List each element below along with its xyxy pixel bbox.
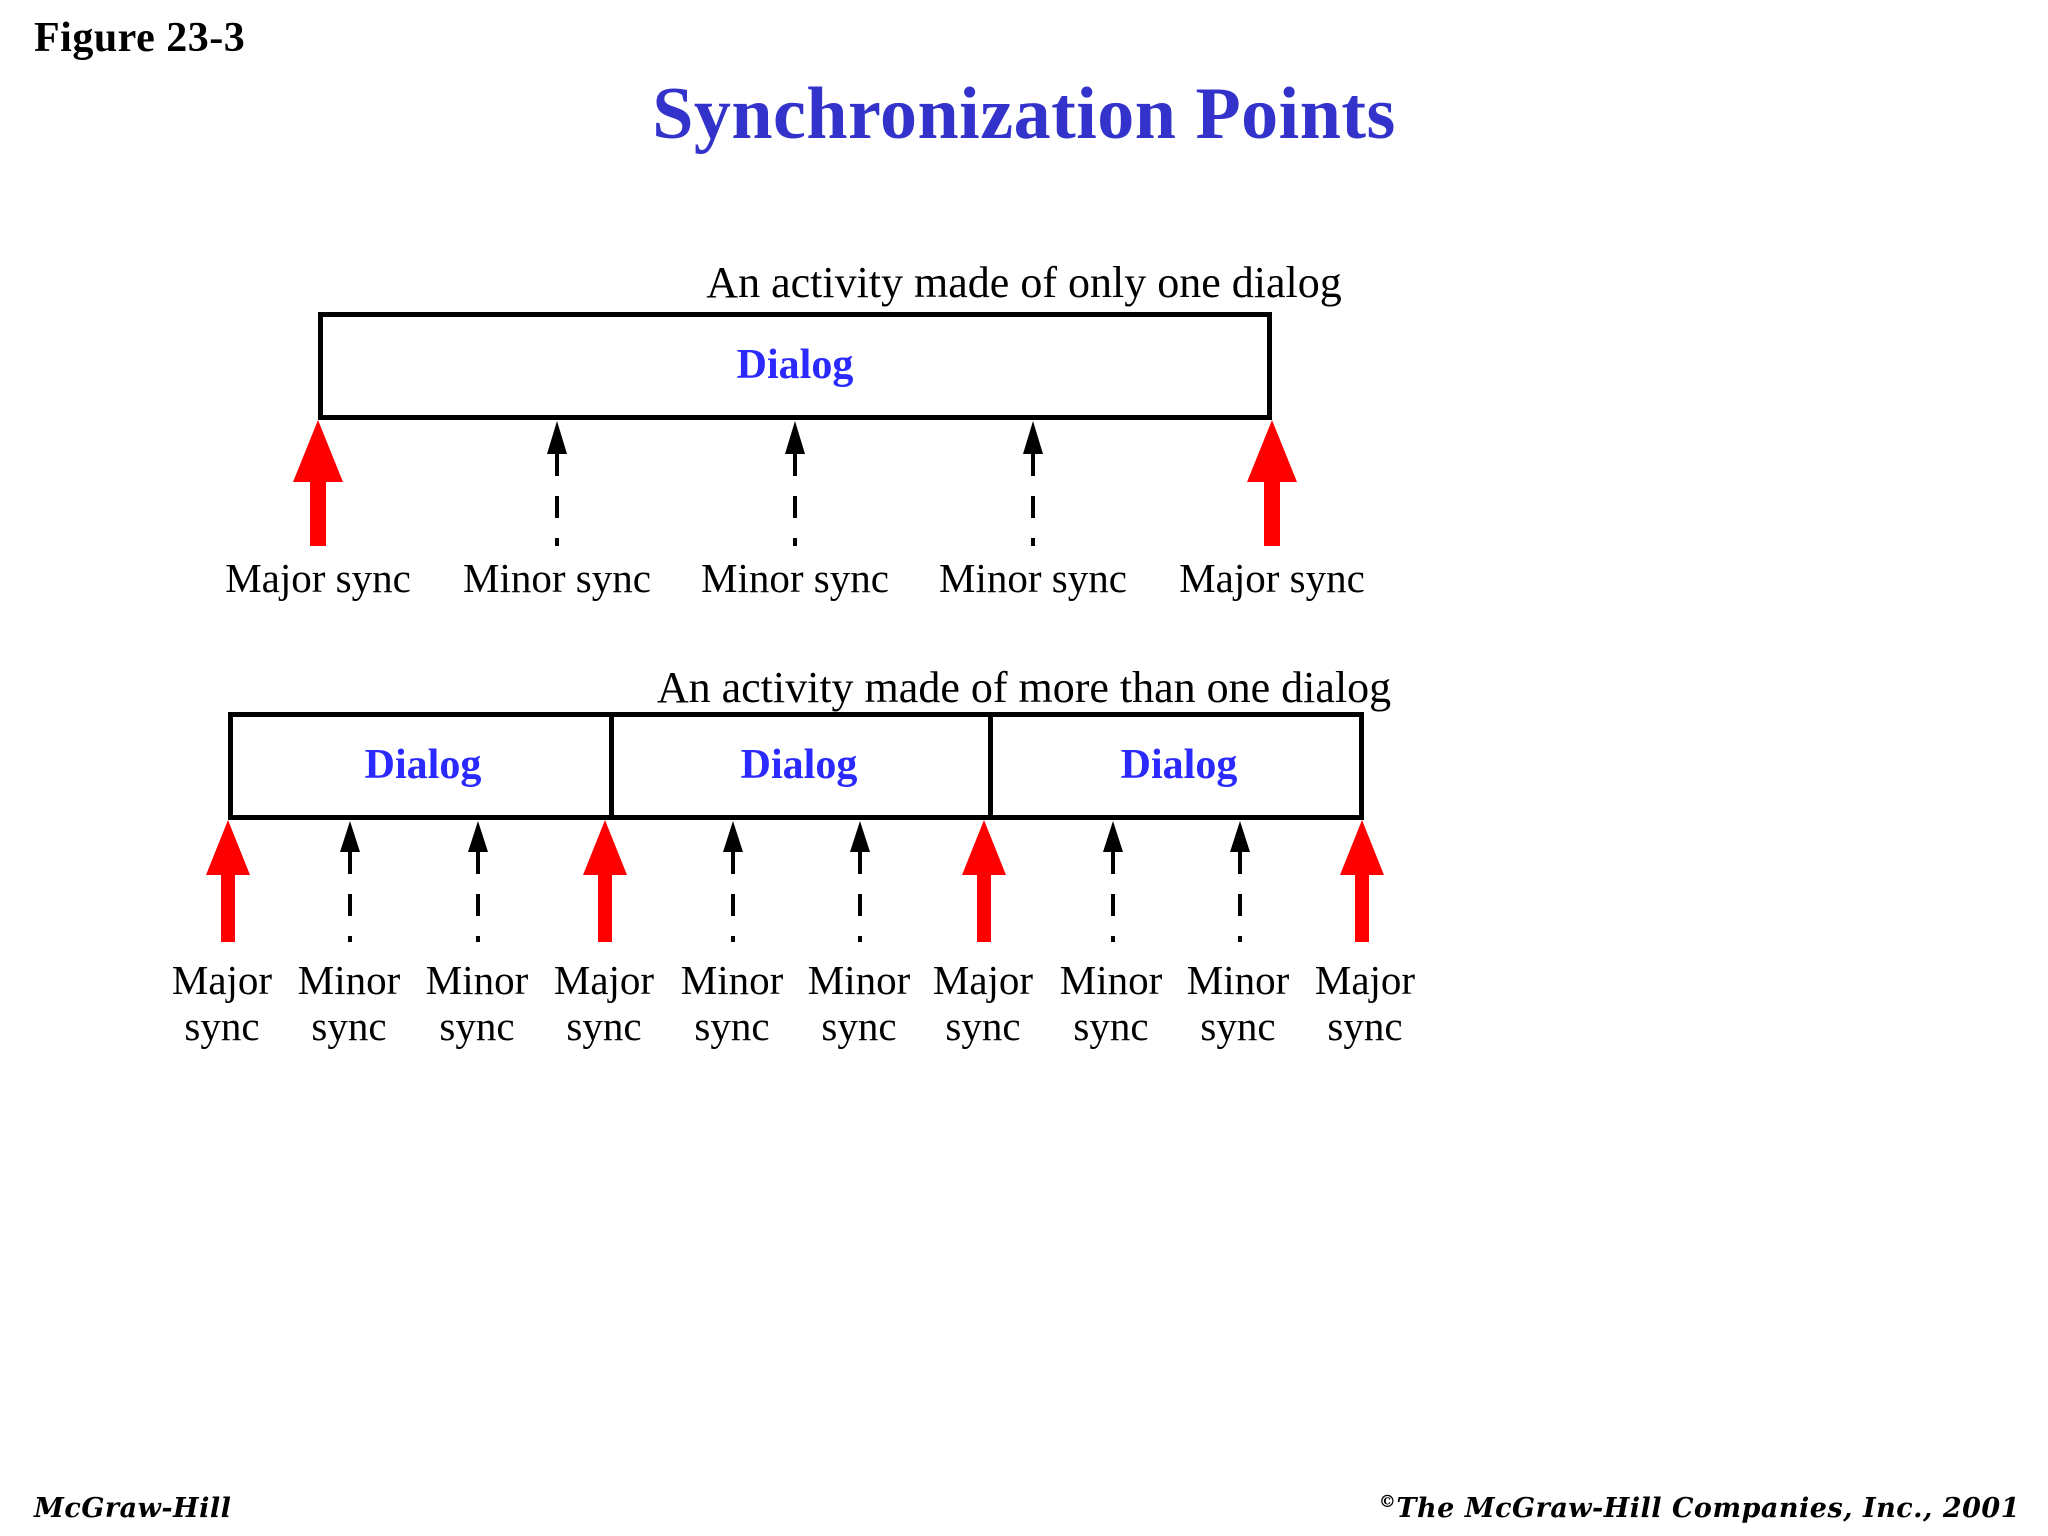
minor-sync-arrow — [720, 821, 746, 942]
sync-label-line-2: sync — [311, 1002, 387, 1049]
sync-label-line-1: Minor — [807, 957, 911, 1003]
copyright-symbol: © — [1378, 1492, 1397, 1512]
sync-label-minor: Minor sync — [1036, 957, 1186, 1050]
section-caption-single-dialog: An activity made of only one dialog — [706, 258, 1342, 307]
footer-publisher-logo: McGraw-Hill — [34, 1493, 232, 1524]
sync-label-minor: Minor sync — [1163, 957, 1313, 1050]
major-sync-arrow — [960, 820, 1008, 942]
sync-label-line-1: Major — [932, 957, 1034, 1003]
sync-label-line-1: Minor — [425, 957, 529, 1003]
sync-label-major: Major sync — [1179, 555, 1365, 601]
major-sync-arrow — [1245, 420, 1299, 546]
dialog-box-multi: Dialog Dialog Dialog — [228, 712, 1364, 820]
major-sync-arrow — [1338, 820, 1386, 942]
sync-label-minor: Minor sync — [657, 957, 807, 1050]
sync-label-minor: Minor sync — [463, 555, 651, 601]
minor-sync-arrow — [337, 821, 363, 942]
footer-copyright: ©The McGraw-Hill Companies, Inc., 2001 — [1379, 1492, 2020, 1524]
sync-label-line-2: sync — [694, 1002, 770, 1049]
sync-label-major: Major sync — [225, 555, 411, 601]
sync-label-minor: Minor sync — [701, 555, 889, 601]
minor-sync-arrow — [847, 821, 873, 942]
sync-label-major: Major sync — [1290, 957, 1440, 1050]
sync-label-major: Major sync — [147, 957, 297, 1050]
sync-label-line-2: sync — [566, 1002, 642, 1049]
sync-label-minor: Minor sync — [274, 957, 424, 1050]
sync-label-minor: Minor sync — [402, 957, 552, 1050]
sync-label-major: Major sync — [908, 957, 1058, 1050]
sync-label-line-1: Minor — [1186, 957, 1290, 1003]
sync-label-line-2: sync — [1073, 1002, 1149, 1049]
sync-label-line-2: sync — [1327, 1002, 1403, 1049]
copyright-text: The McGraw-Hill Companies, Inc., 2001 — [1396, 1493, 2020, 1524]
sync-label-minor: Minor sync — [784, 957, 934, 1050]
sync-label-line-2: sync — [821, 1002, 897, 1049]
major-sync-arrow — [581, 820, 629, 942]
section-caption-multi-dialog: An activity made of more than one dialog — [656, 663, 1392, 712]
minor-sync-arrow — [782, 421, 808, 546]
dialog-box-divider — [988, 717, 993, 815]
sync-label-line-1: Minor — [297, 957, 401, 1003]
minor-sync-arrow — [544, 421, 570, 546]
sync-label-line-2: sync — [1200, 1002, 1276, 1049]
dialog-box-label: Dialog — [740, 742, 858, 789]
minor-sync-arrow — [1227, 821, 1253, 942]
dialog-box-label: Dialog — [1120, 742, 1238, 789]
dialog-box-label: Dialog — [364, 742, 482, 789]
dialog-box-label: Dialog — [736, 342, 854, 389]
sync-label-line-1: Major — [171, 957, 273, 1003]
major-sync-arrow — [291, 420, 345, 546]
sync-label-line-1: Minor — [680, 957, 784, 1003]
sync-label-major: Major sync — [529, 957, 679, 1050]
minor-sync-arrow — [1020, 421, 1046, 546]
sync-label-line-2: sync — [439, 1002, 515, 1049]
sync-label-line-1: Minor — [1059, 957, 1163, 1003]
sync-label-line-2: sync — [945, 1002, 1021, 1049]
minor-sync-arrow — [465, 821, 491, 942]
sync-label-line-1: Major — [553, 957, 655, 1003]
minor-sync-arrow — [1100, 821, 1126, 942]
dialog-box-divider — [609, 717, 614, 815]
page-title: Synchronization Points — [652, 73, 1396, 155]
sync-label-line-2: sync — [184, 1002, 260, 1049]
dialog-box-single: Dialog — [318, 312, 1272, 420]
sync-label-line-1: Major — [1314, 957, 1416, 1003]
sync-label-minor: Minor sync — [939, 555, 1127, 601]
figure-label: Figure 23-3 — [34, 15, 246, 61]
major-sync-arrow — [204, 820, 252, 942]
